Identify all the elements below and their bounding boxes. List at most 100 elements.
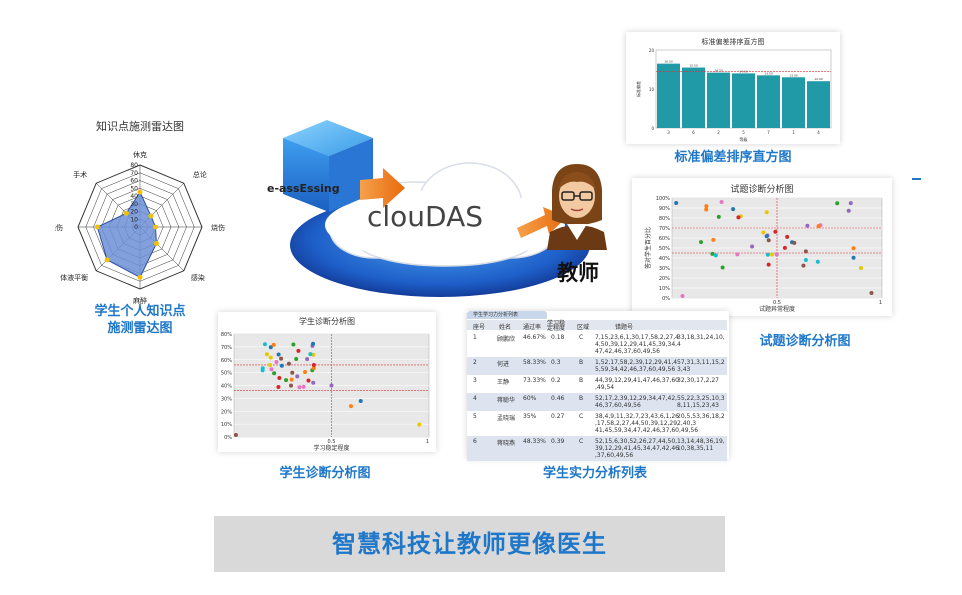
scatter-point [851,255,856,260]
sd-bar [732,73,755,128]
scatter-point [699,240,704,245]
teacher-icon [547,164,607,250]
scatter-point [774,252,779,257]
scatter-point [274,359,279,364]
scatter-point [792,240,797,245]
scatter-point [289,377,294,382]
sd-y-tick: 10 [649,87,655,92]
col-stab: 学习稳定程度 [547,320,566,332]
sd-x-tick: 2 [717,130,720,135]
radar-caption: 学生个人知识点 施测雷达图 [60,303,220,337]
scatter-point [704,207,709,212]
cell-stab: 0.27 [551,413,565,420]
cell-errors-2: 32,30,17,2,27 [677,377,719,384]
scatter-point [305,357,310,362]
cell-no: 5 [473,413,477,420]
scatter-point [680,294,685,298]
scatter-point [295,374,300,379]
cell-errors: 39,12,29,41,45,34,47,42,46 [595,445,679,452]
scatter-point [358,398,363,403]
table-caption: 学生实力分析列表 [542,466,647,481]
cell-zone: B [579,359,584,366]
cell-rate: 60% [523,395,537,402]
cell-errors: 1,52,17,58,2,39,12,29,41,4 [595,359,678,366]
scatter-x-tick-mid: 0.5 [773,300,781,306]
scatter-point [719,200,724,205]
cell-errors: 52,17,2,39,12,29,34,47,42, [595,395,678,402]
radar-axis-label: 感染 [191,273,205,282]
scatter-point [291,342,296,347]
scatter-point [785,234,790,239]
scatter-point [716,214,721,219]
cube-icon [283,120,373,212]
scatter-point [311,341,316,346]
scatter-point [764,210,769,215]
scatter-y-tick: 20% [659,276,670,282]
scatter-point [290,370,295,375]
cell-stab: 0.39 [551,438,565,445]
radar-tick-label: 40 [130,193,138,200]
radar-point [148,213,154,219]
sd-bar [707,72,730,128]
scatter-point [710,251,715,256]
scatter-y-tick: 0% [224,435,232,441]
scatter-point [301,384,306,389]
cell-no: 3 [473,377,477,384]
sd-bar-value: 13.50 [764,71,773,75]
radar-axis-label: 麻醉 [133,296,147,305]
scatter-point [260,366,265,371]
sd-x-tick: 4 [817,130,820,135]
radar-point [104,257,110,263]
scatter-point [272,371,277,376]
cell-no: 2 [473,359,477,366]
cell-stab: 0.18 [551,334,565,341]
radar-point [137,189,143,195]
cell-errors: 44,39,12,29,41,47,46,37,60 [595,377,679,384]
scatter-point [764,234,769,239]
scatter-point [848,201,853,206]
scatter-point [704,204,709,209]
sd-bar-value: 14.20 [714,69,723,73]
scatter-x-tick-end: 1 [879,300,882,306]
radar-tick-label: 0 [134,224,138,231]
scatter-point [805,223,810,228]
scatter-xlabel: 学习稳定程度 [313,444,349,452]
scatter-point [750,244,755,249]
scatter-point [233,432,238,437]
scatter-point [851,246,856,251]
scatter-y-tick: 60% [221,358,232,364]
scatter-ylabel: 答对学生百分比 [644,227,652,269]
cell-stab: 0.3 [551,359,561,366]
sd-bar-value: 13.00 [789,73,798,77]
cell-name: 顾鹏欣 [497,336,516,343]
cell-zone: B [579,395,584,402]
scatter-point [311,363,316,368]
scatter-point [269,367,274,372]
scatter-x-tick-mid: 0.5 [328,439,336,445]
scatter-point [311,380,316,385]
scatter-point [297,385,302,390]
scatter-point [264,352,269,357]
scatter-point [289,383,294,388]
radar-tick-label: 30 [130,201,138,208]
cell-rate: 48.33% [523,438,546,445]
radar-tick-label: 20 [130,209,138,216]
item-diag-caption: 试题诊断分析图 [759,334,851,349]
cell-errors: 38,4,9,11,32,7,23,43,6,1,26 [595,413,679,420]
scatter-point [277,376,282,381]
sd-chart-title: 标准偏差排序直方图 [701,38,765,46]
radar-title: 知识点施测雷达图 [96,120,184,133]
cell-errors: 46,37,60,49,56 [595,402,641,409]
radar-axis-label: 手术 [73,170,87,179]
scatter-point [268,362,273,367]
scatter-point [294,357,299,362]
scatter-point [803,249,808,254]
